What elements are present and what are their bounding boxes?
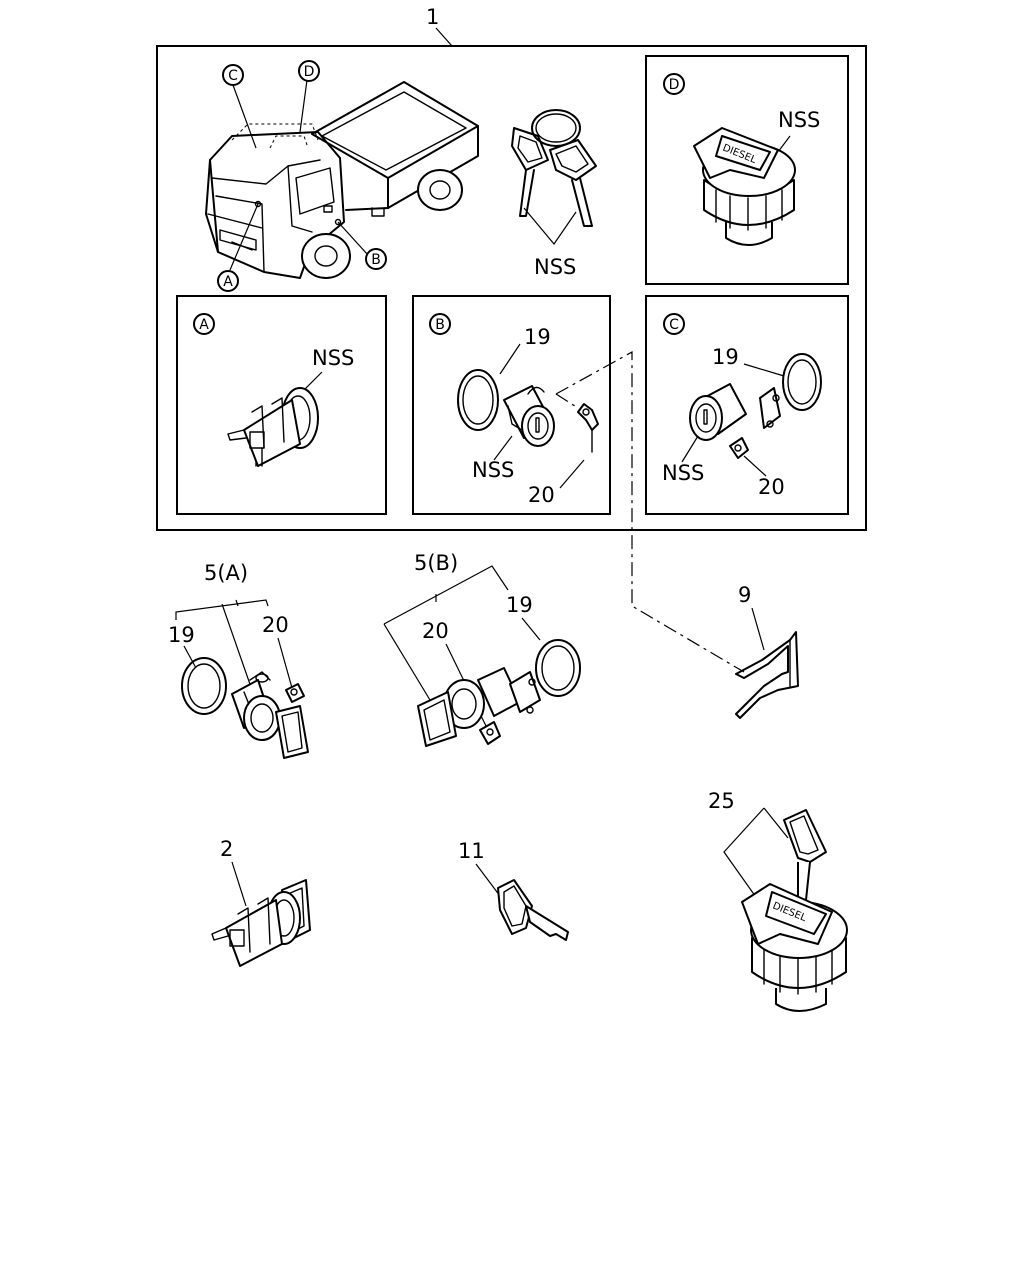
fuel-cap-key — [783, 809, 827, 901]
detail-a-lock-cylinder — [227, 387, 319, 467]
detail-b-gasket — [457, 369, 499, 431]
detail-d-marker[interactable]: D — [663, 73, 685, 95]
lock-b-gasket — [535, 639, 581, 697]
detail-c-nss-leader — [681, 435, 699, 463]
leader-kit — [435, 27, 453, 47]
detail-c-clip — [729, 437, 749, 459]
truck-illustration — [205, 79, 479, 279]
detail-d-fuel-cap: DIESEL — [693, 127, 796, 246]
bracket-lock-b — [383, 565, 509, 701]
bracket-part — [735, 631, 799, 719]
detail-b-gasket-label: 19 — [524, 325, 551, 349]
truck-marker-c[interactable]: C — [222, 64, 244, 86]
callout-key[interactable]: 11 — [458, 839, 485, 863]
detail-a-nss-label: NSS — [312, 346, 354, 370]
detail-d-nss-label: NSS — [778, 108, 820, 132]
leader-gasket-b — [521, 617, 541, 641]
truck-marker-d[interactable]: D — [298, 60, 320, 82]
detail-c-gasket-leader — [743, 363, 785, 377]
detail-b-nss-leader — [493, 435, 513, 461]
key-set-illustration — [511, 109, 597, 245]
lock-a-clip — [285, 683, 305, 703]
detail-c-marker[interactable]: C — [663, 313, 685, 335]
detail-c-lock-cylinder — [689, 383, 781, 441]
bracket-reference-line — [555, 350, 745, 673]
svg-text:B: B — [371, 252, 381, 268]
lock-b-clip — [479, 721, 501, 745]
callout-bracket[interactable]: 9 — [738, 583, 751, 607]
detail-c-clip-label: 20 — [758, 475, 785, 499]
leader-key — [475, 863, 501, 897]
svg-text:D: D — [304, 64, 315, 80]
svg-text:C: C — [669, 317, 679, 333]
svg-text:A: A — [223, 274, 233, 290]
callout-cylinder[interactable]: 2 — [220, 837, 233, 861]
detail-b-nss-label: NSS — [472, 458, 514, 482]
callout-gasket-a[interactable]: 19 — [168, 623, 195, 647]
detail-a-marker[interactable]: A — [193, 313, 215, 335]
detail-b-lock-cylinder — [503, 385, 555, 447]
callout-lock-a[interactable]: 5(A) — [204, 561, 248, 585]
key-part — [497, 879, 569, 941]
leader-bracket — [751, 607, 765, 651]
detail-b-marker[interactable]: B — [429, 313, 451, 335]
svg-text:A: A — [199, 317, 209, 333]
detail-c-frame — [645, 295, 849, 515]
detail-b-clip-leader — [559, 459, 585, 489]
callout-clip-a[interactable]: 20 — [262, 613, 289, 637]
detail-b-clip-label: 20 — [528, 483, 555, 507]
detail-d-frame — [645, 55, 849, 285]
bracket-fuel-cap — [723, 807, 789, 901]
detail-c-gasket-label: 19 — [712, 345, 739, 369]
lock-a-gasket — [181, 657, 227, 715]
callout-gasket-b[interactable]: 19 — [506, 593, 533, 617]
truck-marker-a[interactable]: A — [217, 270, 239, 292]
lock-a-cylinder — [231, 671, 309, 759]
detail-c-nss-label: NSS — [662, 461, 704, 485]
kit-frame — [156, 45, 867, 531]
detail-a-frame — [176, 295, 387, 515]
callout-fuel-cap[interactable]: 25 — [708, 789, 735, 813]
svg-text:C: C — [228, 68, 238, 84]
lock-b-cylinder — [417, 667, 541, 747]
detail-b-frame — [412, 295, 611, 515]
detail-c-gasket — [782, 353, 822, 411]
truck-marker-b[interactable]: B — [365, 248, 387, 270]
svg-text:D: D — [669, 77, 680, 93]
fuel-cap-part: DIESEL — [741, 883, 848, 1012]
cylinder-part — [211, 879, 311, 967]
key-set-nss-label: NSS — [534, 255, 576, 279]
detail-b-dash-line — [555, 393, 579, 409]
detail-c-clip-leader — [743, 455, 767, 477]
leader-clip-a — [277, 637, 293, 689]
leader-cylinder — [231, 861, 247, 907]
callout-clip-b[interactable]: 20 — [422, 619, 449, 643]
detail-b-clip — [577, 403, 599, 453]
bracket-lock-a — [175, 599, 269, 691]
callout-kit[interactable]: 1 — [426, 5, 439, 29]
callout-lock-b[interactable]: 5(B) — [414, 551, 458, 575]
svg-text:B: B — [435, 317, 445, 333]
detail-b-gasket-leader — [499, 343, 521, 375]
leader-gasket-a — [183, 645, 197, 669]
